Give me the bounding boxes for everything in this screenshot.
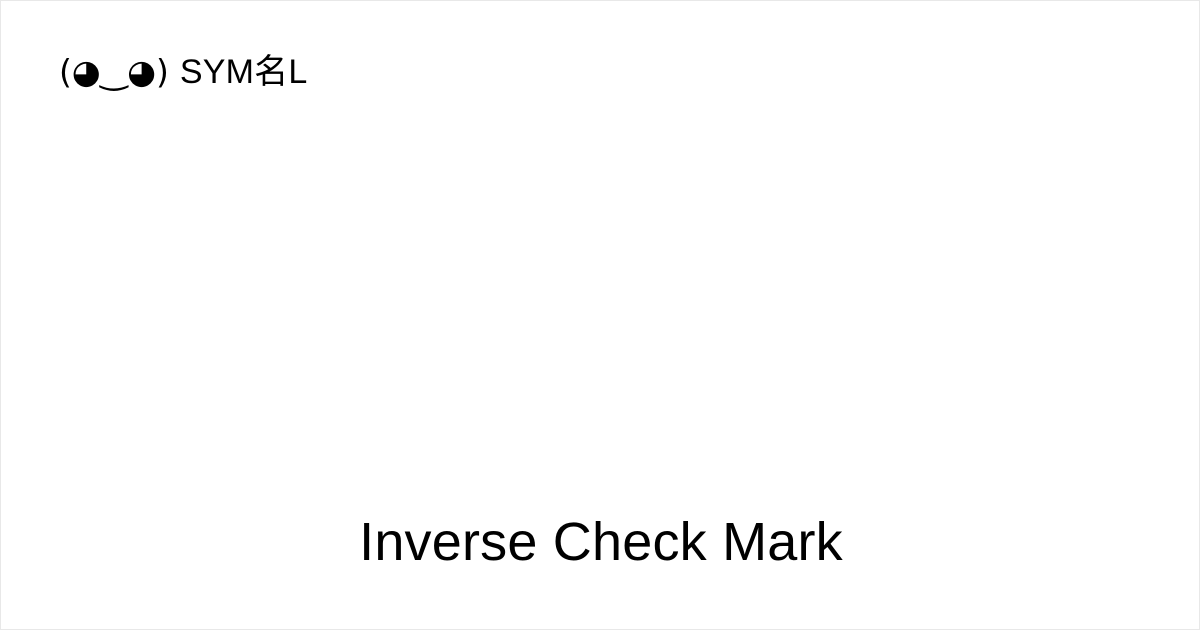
- site-logo-wordmark: SYM名L: [180, 55, 308, 89]
- kaomoji-icon: (◕‿◕): [59, 52, 169, 91]
- site-logo-wordmark-prefix: SYM: [179, 53, 255, 91]
- site-logo-wordmark-cjk: 名: [254, 52, 289, 92]
- symbol-display-area: [1, 121, 1199, 481]
- site-logo[interactable]: (◕‿◕) SYM名L: [59, 55, 307, 89]
- site-logo-wordmark-suffix: L: [288, 53, 308, 91]
- character-name: Inverse Check Mark: [359, 512, 843, 572]
